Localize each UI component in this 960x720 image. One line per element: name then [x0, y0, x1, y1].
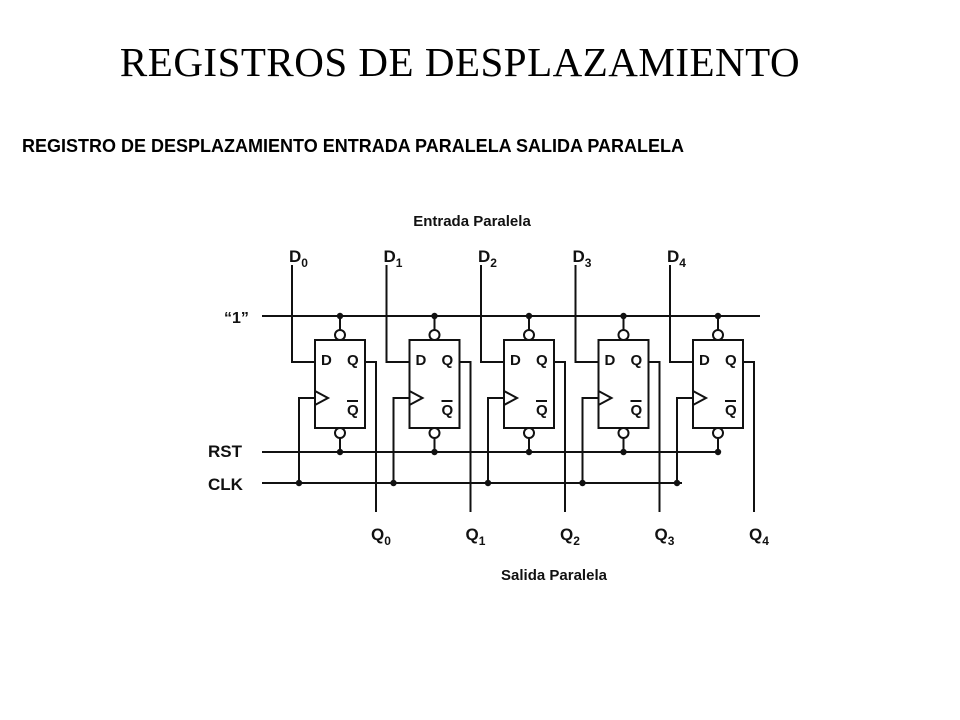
output-label: Q4 — [749, 525, 769, 548]
qbar-pin-label: Q — [347, 402, 359, 419]
q-pin-label: Q — [631, 352, 643, 369]
signal-rst-label: RST — [208, 442, 243, 461]
junction-dot — [295, 479, 303, 487]
junction-dot — [714, 312, 722, 320]
signal-clk-label: CLK — [208, 475, 244, 494]
d-pin-label: D — [321, 352, 332, 369]
qbar-pin-label: Q — [725, 402, 737, 419]
clock-wire — [676, 397, 693, 483]
q-pin-label: Q — [347, 352, 359, 369]
output-label: Q2 — [560, 525, 580, 548]
d-flipflop — [597, 339, 650, 429]
output-label: Q3 — [655, 525, 675, 548]
junction-dot — [714, 448, 722, 456]
d-pin-label: D — [416, 352, 427, 369]
junction-dot — [525, 448, 533, 456]
input-group-label: Entrada Paralela — [413, 213, 531, 230]
q-pin-label: Q — [442, 352, 454, 369]
input-label: D0 — [289, 247, 308, 270]
output-label: Q1 — [466, 525, 486, 548]
reset-bubble — [523, 427, 535, 439]
q-pin-label: Q — [725, 352, 737, 369]
output-wire — [743, 361, 755, 512]
junction-dot — [336, 312, 344, 320]
preset-bubble — [617, 329, 630, 341]
junction-dot — [525, 312, 533, 320]
qbar-pin-label: Q — [536, 402, 548, 419]
input-label: D4 — [667, 247, 686, 270]
reset-bubble — [617, 427, 630, 439]
clock-wire — [581, 397, 599, 483]
qbar-pin-label: Q — [631, 402, 643, 419]
input-wire — [574, 265, 599, 363]
input-label: D1 — [384, 247, 403, 270]
junction-dot — [484, 479, 492, 487]
output-wire — [365, 361, 377, 512]
junction-dot — [579, 479, 586, 487]
output-wire — [554, 361, 566, 512]
reset-bubble — [712, 427, 724, 439]
clock-wire — [487, 397, 504, 483]
d-pin-label: D — [699, 352, 710, 369]
junction-dot — [673, 479, 681, 487]
output-wire — [648, 361, 661, 512]
reset-bubble — [334, 427, 346, 439]
output-label: Q0 — [371, 525, 391, 548]
input-label: D3 — [573, 247, 592, 270]
clock-wire — [392, 397, 410, 483]
reset-bubble — [428, 427, 441, 439]
junction-dot — [431, 312, 438, 320]
input-wire — [291, 265, 315, 363]
input-wire — [480, 265, 504, 363]
d-flipflop — [314, 339, 366, 429]
d-pin-label: D — [605, 352, 616, 369]
junction-dot — [431, 448, 438, 456]
input-label: D2 — [478, 247, 497, 270]
page-subtitle: REGISTRO DE DESPLAZAMIENTO ENTRADA PARAL… — [22, 136, 685, 156]
input-wire — [385, 265, 410, 363]
clock-wire — [298, 397, 315, 483]
d-flipflop — [503, 339, 555, 429]
junction-dot — [620, 448, 627, 456]
output-wire — [459, 361, 472, 512]
output-group-label: Salida Paralela — [501, 567, 608, 584]
d-pin-label: D — [510, 352, 521, 369]
preset-bubble — [712, 329, 724, 341]
page-title: REGISTROS DE DESPLAZAMIENTO — [119, 39, 801, 85]
input-wire — [669, 265, 693, 363]
preset-bubble — [428, 329, 441, 341]
preset-bubble — [523, 329, 535, 341]
signal-one-label: “1” — [224, 310, 249, 327]
junction-dot — [390, 479, 397, 487]
preset-bubble — [334, 329, 346, 341]
junction-dot — [620, 312, 627, 320]
junction-dot — [336, 448, 344, 456]
q-pin-label: Q — [536, 352, 548, 369]
qbar-pin-label: Q — [442, 402, 454, 419]
